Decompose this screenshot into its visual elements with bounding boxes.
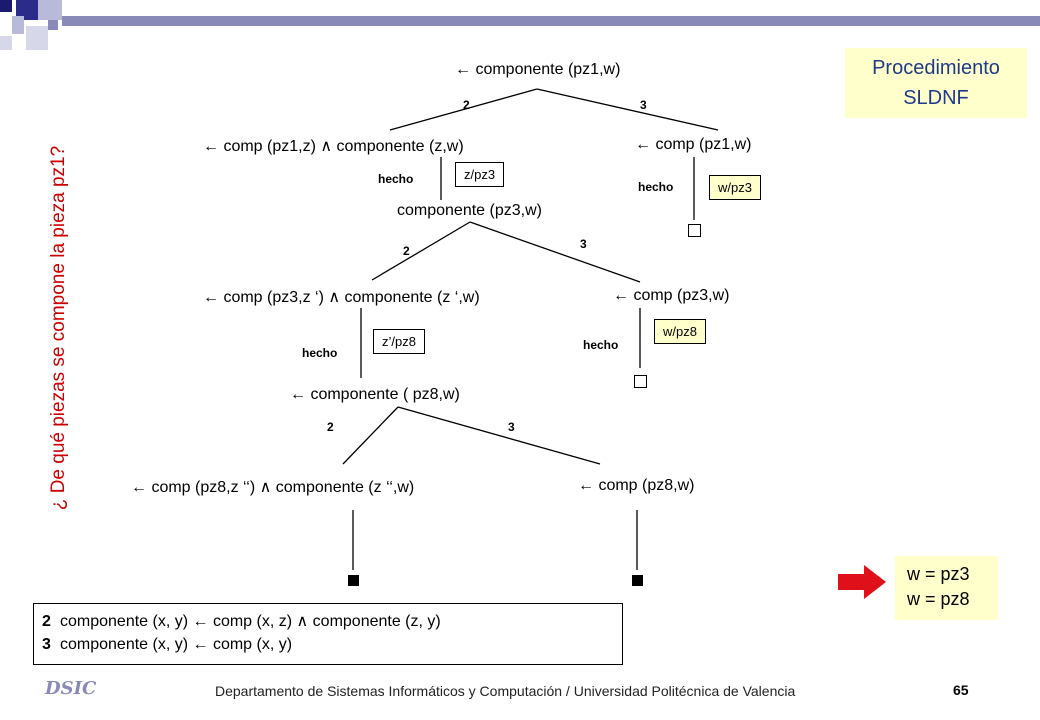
title-box: Procedimiento SLDNF xyxy=(845,48,1027,118)
l1-right-step: hecho xyxy=(638,180,674,194)
l2-left-subst: z’/pz8 xyxy=(373,329,425,354)
l3-right-success-box xyxy=(632,575,643,586)
edge-l3-right xyxy=(397,406,601,465)
answers-box: w = pz3 w = pz8 xyxy=(895,556,998,620)
l2-right-success-box xyxy=(634,375,647,388)
l3-left-success-box xyxy=(348,575,359,586)
l1-left-goal: ← comp (pz1,z) ∧ componente (z,w) xyxy=(203,138,464,155)
l3-left-goal: ← comp (pz8,z ‘‘) ∧ componente (z ‘‘,w) xyxy=(131,479,415,496)
rule-3: 3 componente (x, y) ← comp (x, y) xyxy=(42,633,614,656)
title-line-1: Procedimiento xyxy=(872,57,1000,79)
rule-2: 2 componente (x, y) ← comp (x, z) ∧ compo… xyxy=(42,610,614,633)
header-decoration xyxy=(0,0,1040,50)
edge-root-right xyxy=(536,88,719,131)
l2-right-goal: ← comp (pz3,w) xyxy=(613,287,730,304)
l1-right-success-box xyxy=(688,224,701,237)
footer-text: Departamento de Sistemas Informáticos y … xyxy=(215,683,796,699)
answer-2: w = pz8 xyxy=(907,589,970,609)
title-line-2: SLDNF xyxy=(903,87,969,109)
l2-right-step: hecho xyxy=(583,338,619,352)
rule-2-num: 2 xyxy=(42,613,51,630)
edge-l2-left xyxy=(371,221,471,281)
edge-label-l3-left: 2 xyxy=(327,420,334,434)
page-number: 65 xyxy=(953,682,969,698)
edge-l2-right xyxy=(469,221,641,283)
tree-root: ← componente (pz1,w) xyxy=(455,61,621,78)
l2-left-step: hecho xyxy=(302,346,338,360)
l2-right-subst: w/pz8 xyxy=(654,319,706,344)
l2-left-goal: ← comp (pz3,z ‘) ∧ componente (z ‘,w) xyxy=(203,289,480,306)
l1-right-goal: ← comp (pz1,w) xyxy=(635,136,752,153)
edge-label-root-left: 2 xyxy=(463,98,470,112)
l2-node: componente (pz3,w) xyxy=(397,202,542,219)
l1-left-step: hecho xyxy=(378,172,414,186)
l1-left-subst: z/pz3 xyxy=(455,162,505,187)
edge-root-left xyxy=(389,88,538,131)
edge-label-l2-right: 3 xyxy=(580,237,587,251)
l1-right-subst: w/pz3 xyxy=(709,175,761,200)
rules-box: 2 componente (x, y) ← comp (x, z) ∧ compo… xyxy=(33,603,623,665)
edge-label-l3-right: 3 xyxy=(508,420,515,434)
answer-1: w = pz3 xyxy=(907,564,970,584)
rule-3-num: 3 xyxy=(42,636,51,653)
edge-l3-left xyxy=(342,406,399,465)
edge-label-root-right: 3 xyxy=(640,98,647,112)
l3-node: ← componente ( pz8,w) xyxy=(290,386,460,403)
rule-2-text: componente (x, y) ← comp (x, z) ∧ compon… xyxy=(60,613,441,630)
arrow-right-icon xyxy=(838,565,886,599)
rule-3-text: componente (x, y) ← comp (x, y) xyxy=(60,636,293,653)
l3-right-goal: ← comp (pz8,w) xyxy=(578,477,695,494)
edge-label-l2-left: 2 xyxy=(403,244,410,258)
dsic-logo: DSIC xyxy=(45,678,97,699)
